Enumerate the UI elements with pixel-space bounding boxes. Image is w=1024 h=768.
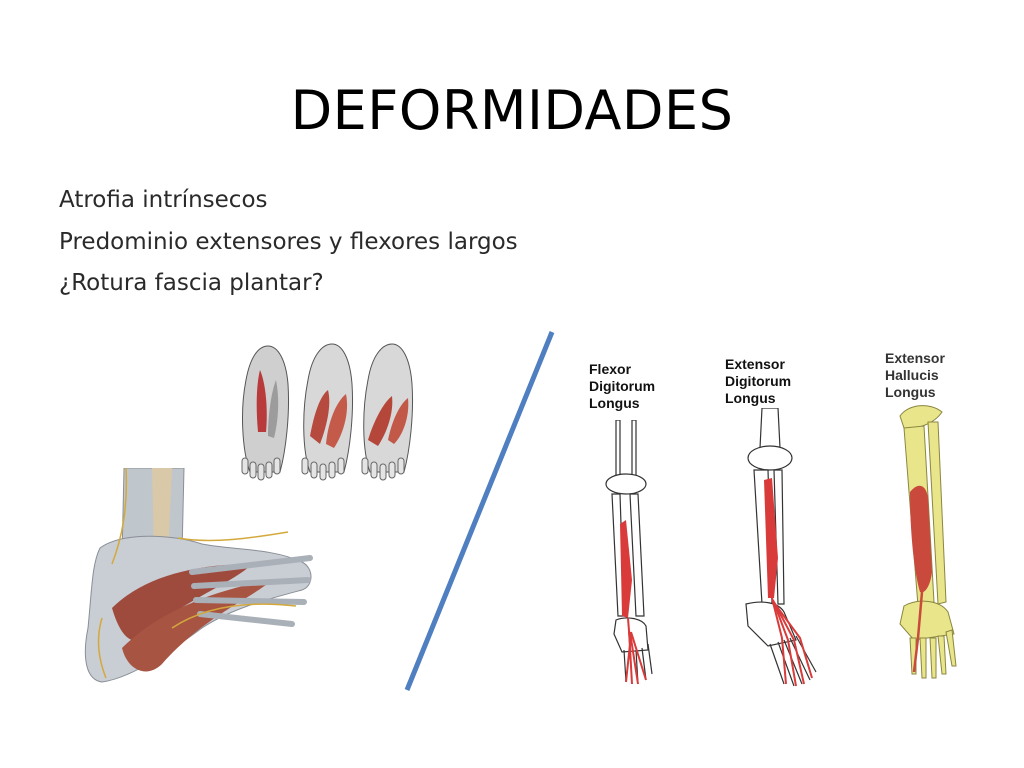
bullet-item: ¿Rotura fascia plantar? — [59, 270, 324, 296]
plantar-foot-muscles-image — [241, 343, 414, 481]
edl-label-line: Longus — [725, 390, 776, 406]
extensor-digitorum-longus-image — [745, 408, 817, 687]
flexor-digitorum-longus-image — [605, 420, 653, 685]
edl-label-line: Extensor — [725, 356, 785, 372]
fdl-label-line: Flexor — [589, 361, 632, 377]
divider-stroke — [404, 331, 555, 691]
lateral-foot-dissection-image — [84, 468, 313, 683]
bullet-item: Atrofia intrínsecos — [59, 187, 268, 213]
extensor-hallucis-longus-image — [899, 405, 957, 679]
bullet-item: Predominio extensores y flexores largos — [59, 228, 518, 255]
fdl-label-line: Digitorum — [589, 378, 656, 394]
fdl-label-line: Longus — [589, 395, 640, 411]
ehl-label-line: Longus — [885, 384, 936, 400]
diagonal-divider-line — [404, 331, 555, 691]
slide-title: DEFORMIDADES — [290, 79, 734, 143]
ehl-label-line: Hallucis — [885, 367, 939, 383]
edl-label-line: Digitorum — [725, 373, 792, 389]
plantar-foot-3 — [361, 343, 414, 481]
fdl-label: Flexor Digitorum Longus — [589, 361, 655, 412]
bullet-list: Atrofia intrínsecos Predominio extensore… — [59, 180, 518, 305]
edl-label: Extensor Digitorum Longus — [725, 356, 791, 407]
ehl-label: Extensor Hallucis Longus — [885, 350, 945, 401]
plantar-foot-1 — [241, 345, 290, 481]
ehl-label-line: Extensor — [885, 350, 945, 366]
plantar-foot-2 — [301, 343, 354, 481]
